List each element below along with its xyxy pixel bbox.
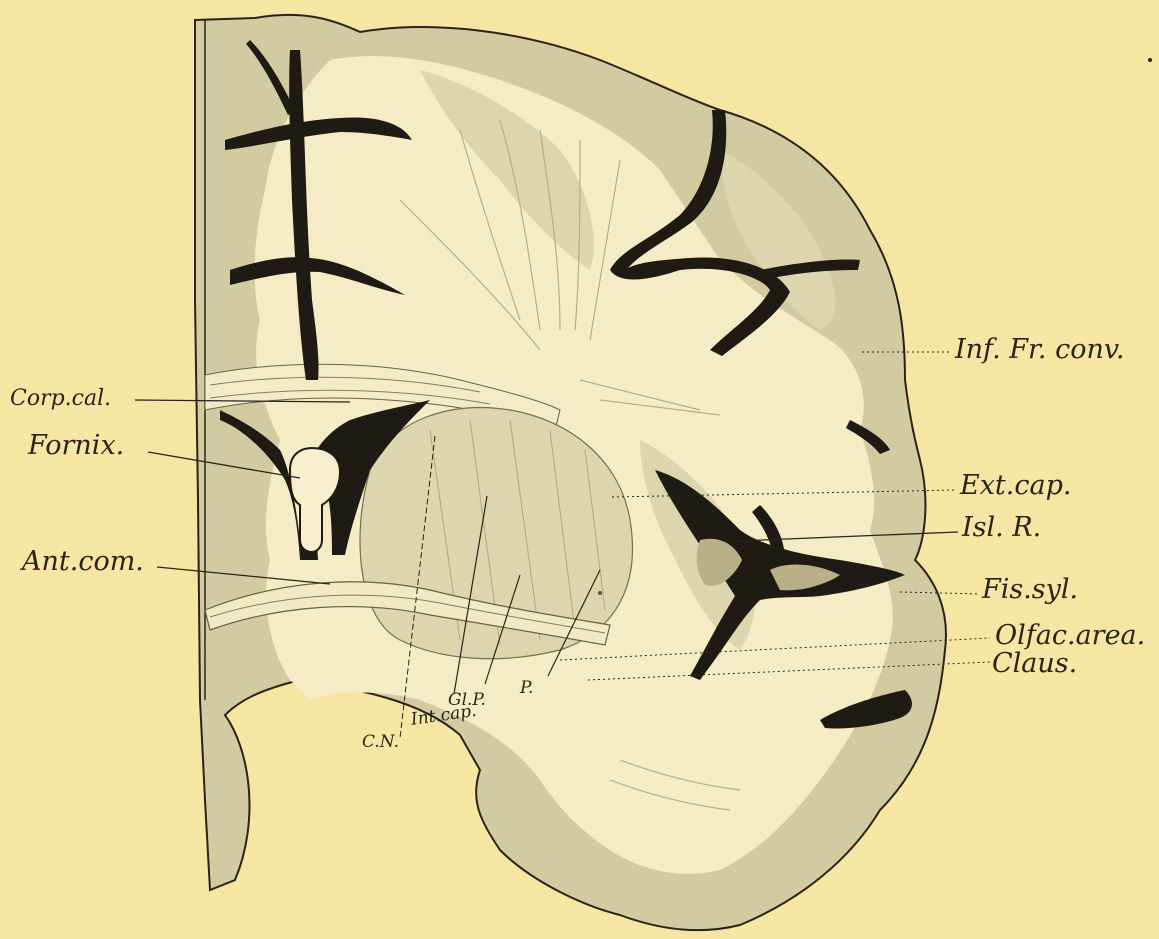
label-olfac-area: Olfac.area. [995,622,1145,649]
label-fornix: Fornix. [28,432,124,459]
label-inf-fr-conv: Inf. Fr. conv. [955,336,1125,363]
label-gl-p: Gl.P. [448,692,486,709]
label-p: P. [520,680,533,697]
label-fis-syl: Fis.syl. [982,576,1078,603]
label-claus: Claus. [992,650,1077,677]
label-ant-com: Ant.com. [22,548,144,575]
label-corp-cal: Corp.cal. [10,388,111,410]
label-cn: C.N. [362,734,399,751]
label-isl-r: Isl. R. [962,514,1041,541]
label-ext-cap: Ext.cap. [960,472,1071,499]
